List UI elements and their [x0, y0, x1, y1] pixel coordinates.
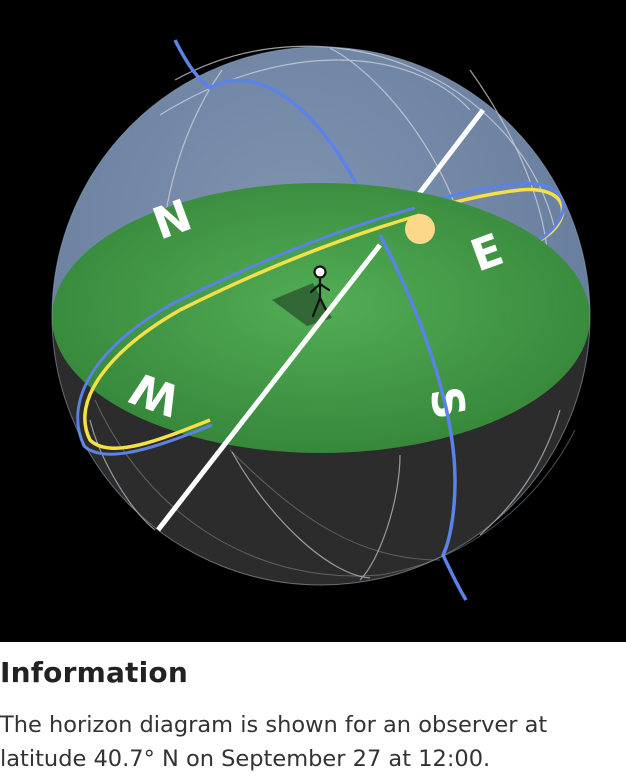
meridian-upper: [173, 39, 382, 236]
celestial-equator-front: [76, 303, 213, 456]
back-grid-lower: [94, 399, 576, 577]
celestial-equator-mid: [169, 206, 416, 307]
information-section: Information The horizon diagram is shown…: [0, 642, 626, 780]
sphere-outline: [51, 46, 591, 586]
polar-axis-lower: [156, 243, 382, 532]
horizon-diagram-panel: N E S W: [0, 0, 626, 642]
observer-figure: [309, 265, 331, 318]
observer-shadow: [272, 283, 332, 326]
front-grid-lower: [89, 409, 561, 581]
information-text: The horizon diagram is shown for an obse…: [0, 712, 548, 772]
sun-path-mid: [179, 213, 421, 312]
horizon-diagram: N E S W: [51, 39, 591, 601]
information-title: Information: [0, 656, 189, 689]
sun-disc: [405, 214, 435, 244]
sun-path-front: [83, 308, 211, 450]
meridian-lower: [378, 234, 468, 601]
